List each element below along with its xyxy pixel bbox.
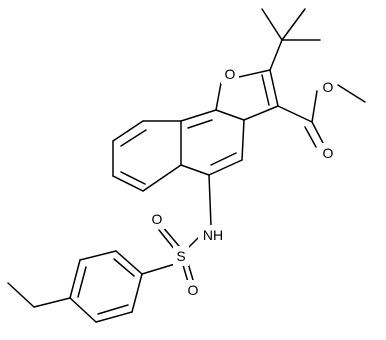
bond <box>69 297 97 323</box>
bond <box>131 273 143 313</box>
bond <box>79 250 117 261</box>
bond <box>97 304 129 315</box>
bond <box>120 129 147 147</box>
bond <box>277 105 313 123</box>
atom-label-furan-oxygen: O <box>225 66 236 82</box>
bond <box>113 258 135 277</box>
bond <box>241 119 245 161</box>
bond <box>7 282 35 308</box>
bond <box>261 74 270 106</box>
bond <box>337 84 366 103</box>
atom-label-ester-oxygen: O <box>323 79 334 95</box>
bond <box>243 105 279 121</box>
atom-label-sulfur: S <box>176 248 185 264</box>
atom-label-carbonyl-oxygen: O <box>323 145 334 161</box>
bond <box>269 39 283 71</box>
bond <box>112 175 144 192</box>
bond <box>215 82 222 111</box>
bond <box>311 121 324 144</box>
bond <box>95 311 133 323</box>
bond <box>182 264 189 283</box>
bond <box>69 259 81 299</box>
bonds <box>7 8 366 323</box>
bond <box>304 126 317 148</box>
bond <box>120 171 146 185</box>
bond <box>112 120 144 142</box>
bond <box>161 225 180 247</box>
bond <box>210 152 237 166</box>
bond <box>208 174 212 227</box>
bond <box>238 69 271 78</box>
bond <box>215 109 245 121</box>
bond <box>311 90 318 123</box>
atom-label-nh: NH <box>203 227 223 243</box>
atom-label-sulfonyl-oxygen-upper: O <box>152 211 163 227</box>
bond <box>142 164 182 192</box>
bond <box>281 8 306 41</box>
bond <box>115 250 143 275</box>
bond <box>33 297 71 308</box>
bond <box>180 164 210 176</box>
bond <box>141 263 176 275</box>
bond <box>261 8 283 41</box>
atom-label-sulfonyl-oxygen-lower: O <box>188 282 199 298</box>
bond <box>77 266 87 298</box>
bond <box>269 69 279 107</box>
bond <box>208 159 243 176</box>
bond <box>180 109 217 122</box>
bond <box>158 229 176 251</box>
bond <box>187 119 213 129</box>
atom-labels: O O O NH S O O <box>148 64 337 300</box>
